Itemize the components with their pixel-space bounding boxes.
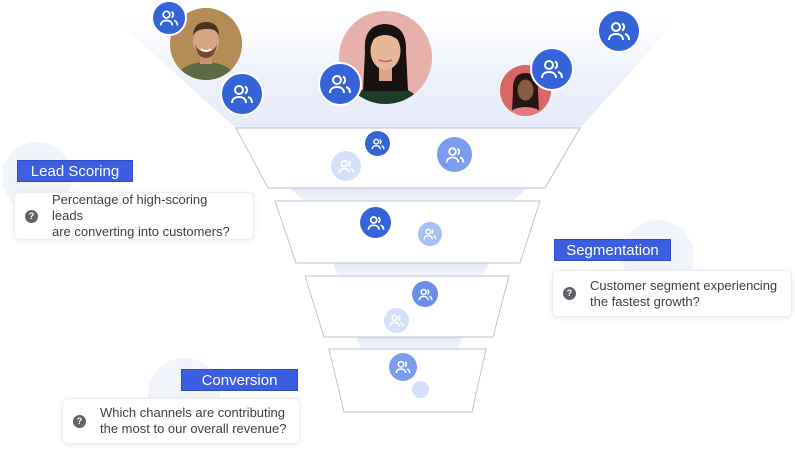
question-text: Which channels are contributing the most… bbox=[100, 405, 286, 437]
question-card-lead-scoring: ? Percentage of high-scoring leads are c… bbox=[14, 192, 254, 240]
stage-label-segmentation: Segmentation bbox=[554, 239, 671, 261]
question-card-conversion: ? Which channels are contributing the mo… bbox=[62, 398, 300, 444]
user-group-icon bbox=[412, 281, 438, 307]
funnel-neck-2 bbox=[333, 263, 490, 276]
user-group-icon bbox=[384, 308, 409, 333]
user-group-icon bbox=[318, 62, 362, 106]
question-line: Which channels are contributing bbox=[100, 405, 285, 420]
user-group-icon bbox=[220, 72, 264, 116]
user-group-icon bbox=[389, 353, 417, 381]
user-group-icon bbox=[437, 137, 472, 172]
funnel-band-3 bbox=[304, 275, 510, 338]
stage-label-conversion: Conversion bbox=[181, 369, 298, 391]
funnel-band-1 bbox=[235, 127, 581, 189]
question-line: are converting into customers? bbox=[52, 224, 230, 239]
funnel-band-4 bbox=[328, 348, 487, 413]
user-group-icon bbox=[331, 151, 361, 181]
question-text: Customer segment experiencing the fastes… bbox=[590, 278, 777, 310]
stage-label-lead-scoring: Lead Scoring bbox=[17, 160, 133, 182]
question-line: the fastest growth? bbox=[590, 293, 700, 309]
question-line: the most to our overall revenue? bbox=[100, 421, 287, 436]
funnel-neck-3 bbox=[357, 337, 462, 349]
user-group-icon bbox=[597, 9, 641, 53]
funnel-band-2 bbox=[274, 200, 541, 264]
user-group-icon bbox=[360, 207, 391, 238]
question-mark-icon: ? bbox=[563, 287, 576, 300]
question-mark-icon: ? bbox=[25, 209, 38, 223]
question-card-segmentation: ? Customer segment experiencing the fast… bbox=[552, 270, 792, 317]
user-group-icon bbox=[412, 381, 429, 398]
funnel-neck-1 bbox=[290, 188, 528, 201]
question-line: Customer segment experiencing bbox=[590, 277, 778, 293]
question-line: Percentage of high-scoring leads bbox=[52, 192, 208, 223]
user-group-icon bbox=[530, 47, 574, 91]
question-mark-icon: ? bbox=[73, 414, 86, 428]
question-text: Percentage of high-scoring leads are con… bbox=[52, 192, 241, 240]
user-group-icon bbox=[365, 131, 390, 156]
user-group-icon bbox=[418, 222, 442, 246]
user-group-icon bbox=[151, 0, 187, 36]
